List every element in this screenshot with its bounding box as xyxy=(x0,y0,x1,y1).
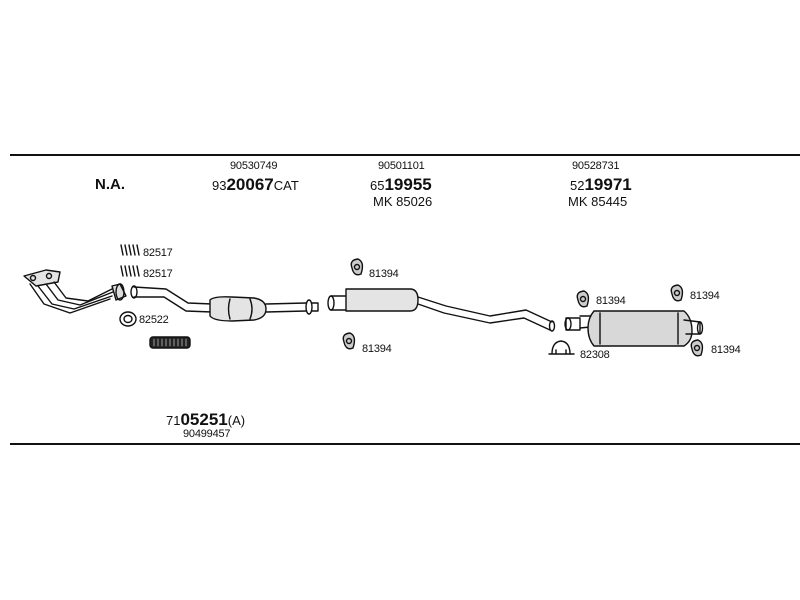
part-number-3-main: 19971 xyxy=(584,175,632,194)
footer-part-number: 7105251(A) xyxy=(166,410,245,430)
clamp-label: 82308 xyxy=(580,349,610,361)
hanger-a-bottom xyxy=(342,332,356,350)
gasket-label: 82522 xyxy=(139,314,169,326)
clamp xyxy=(548,340,575,355)
hanger-label-b-left: 81394 xyxy=(596,295,626,307)
part-number-1: 9320067CAT xyxy=(212,175,299,195)
na-label: N.A. xyxy=(95,176,125,193)
spring-top xyxy=(120,244,140,256)
spring-label-bottom: 82517 xyxy=(143,268,173,280)
mk-number-2: MK 85026 xyxy=(373,194,433,209)
footer-part-number-main: 05251 xyxy=(180,410,228,429)
rear-muffler xyxy=(564,310,704,347)
ref-number-3: 90528731 xyxy=(572,160,620,172)
gasket xyxy=(119,311,137,327)
footer-part-number-suffix: (A) xyxy=(227,413,246,428)
footer-ref-number: 90499457 xyxy=(183,428,231,440)
part-number-1-main: 20067 xyxy=(226,175,274,194)
centre-pipe-with-muffler xyxy=(327,288,556,332)
hanger-label-b-right: 81394 xyxy=(690,290,720,302)
bottom-rule xyxy=(10,443,800,445)
hanger-label-b-bottom: 81394 xyxy=(711,344,741,356)
spring-label-top: 82517 xyxy=(143,247,173,259)
hanger-b-right xyxy=(670,284,684,302)
ref-number-1: 90530749 xyxy=(230,160,278,172)
part-number-3-prefix: 52 xyxy=(570,178,585,193)
front-pipe-with-catalyst xyxy=(130,285,319,322)
part-number-2-prefix: 65 xyxy=(370,178,385,193)
hanger-b-bottom xyxy=(690,339,704,357)
ref-number-2: 90501101 xyxy=(378,160,425,172)
part-number-1-suffix: CAT xyxy=(273,178,299,193)
hanger-b-left xyxy=(576,290,590,308)
flex-bellows xyxy=(149,336,191,349)
hanger-label-a-bottom: 81394 xyxy=(362,343,392,355)
hanger-label-a-top: 81394 xyxy=(369,268,399,280)
top-rule xyxy=(10,154,800,156)
exhaust-manifold xyxy=(23,269,127,314)
footer-part-number-prefix: 71 xyxy=(166,413,181,428)
spring-bottom xyxy=(120,265,140,277)
hanger-a-top xyxy=(350,258,364,276)
mk-number-3: MK 85445 xyxy=(568,194,628,209)
part-number-3: 5219971 xyxy=(570,175,632,195)
part-number-2: 6519955 xyxy=(370,175,432,195)
part-number-2-main: 19955 xyxy=(384,175,432,194)
part-number-1-prefix: 93 xyxy=(212,178,227,193)
